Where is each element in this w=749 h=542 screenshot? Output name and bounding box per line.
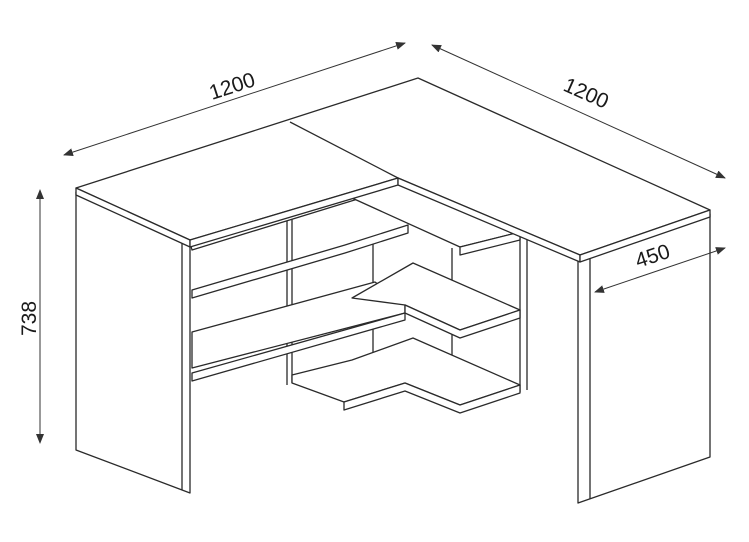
desk-top: [75, 77, 711, 263]
dimension-height: 738: [18, 189, 44, 444]
dimension-label-height: 738: [18, 301, 41, 336]
left-shelves: [191, 224, 409, 382]
dimension-label-right-width: 1200: [560, 74, 612, 114]
